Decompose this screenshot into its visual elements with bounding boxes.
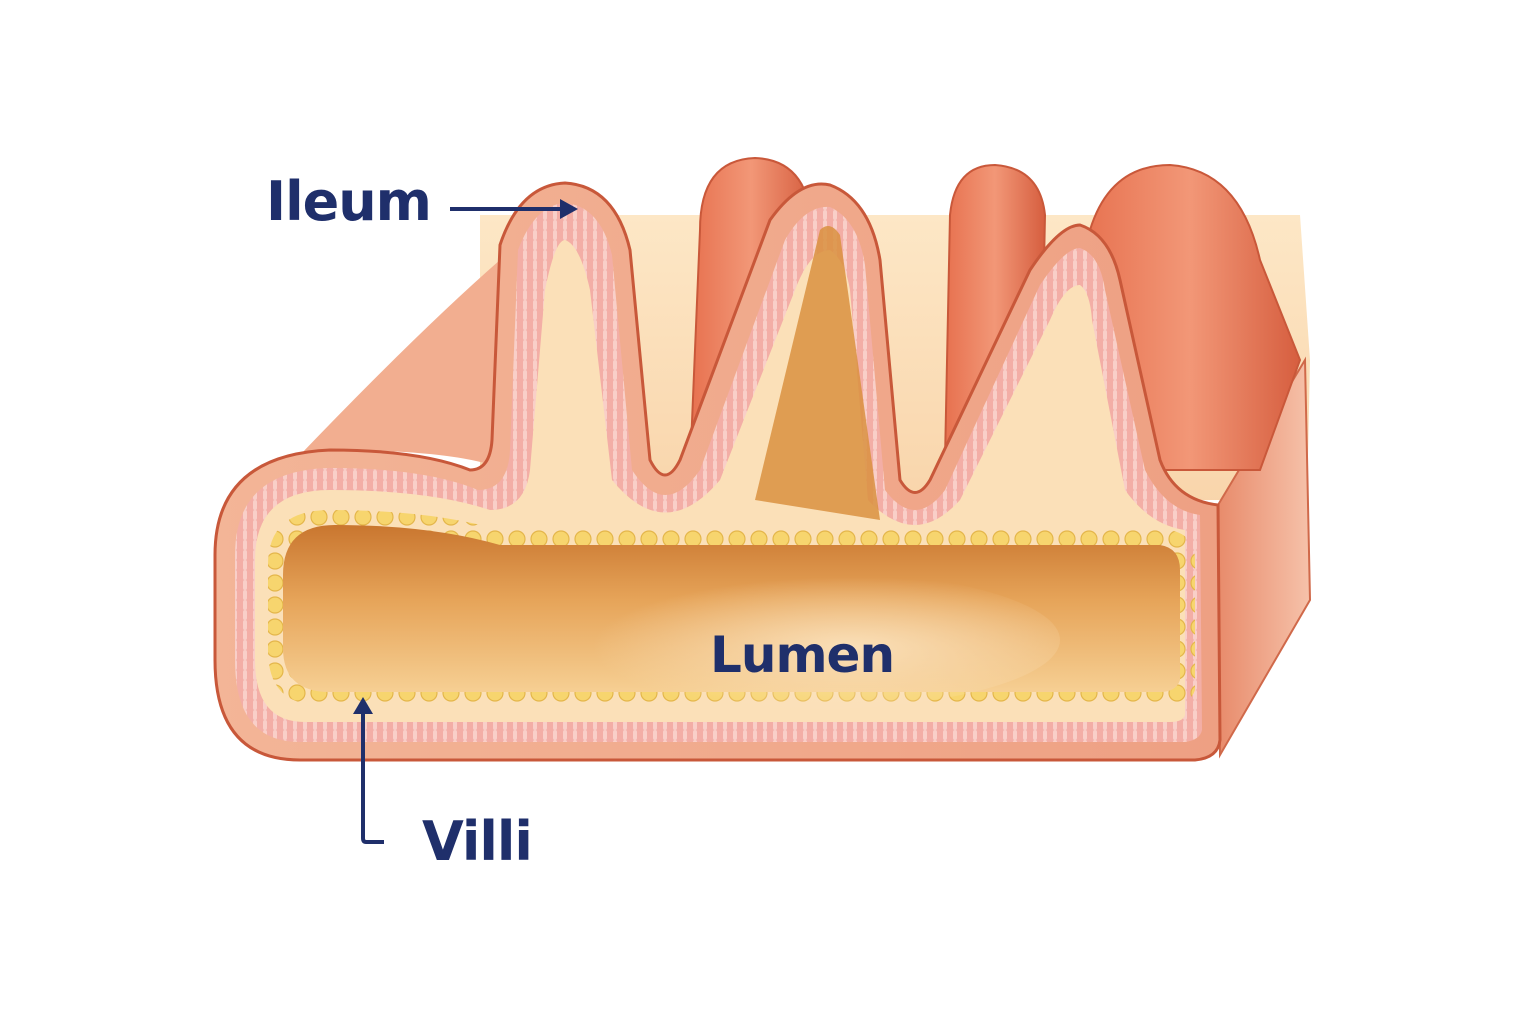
lumen-label: Lumen [710, 626, 895, 684]
inner-fold-gap [755, 226, 880, 520]
lumen-highlight [540, 570, 1060, 710]
villi-label: Villi [422, 810, 533, 873]
tube-left-flank [300, 260, 505, 470]
villi-arrow [353, 697, 384, 844]
ileum-label: Ileum [266, 170, 432, 233]
ileum-arrow [450, 199, 578, 219]
